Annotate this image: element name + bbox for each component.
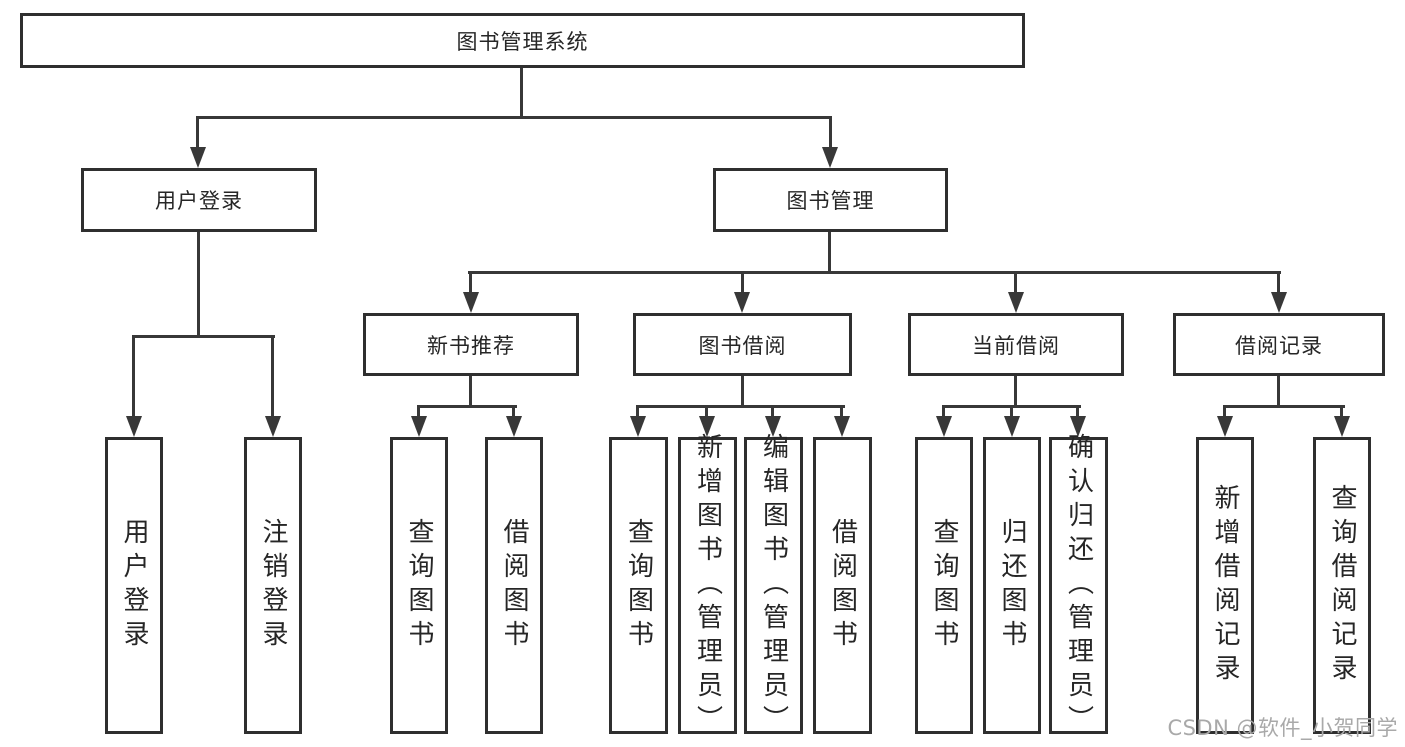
node-label: 借阅记录 <box>1235 333 1323 358</box>
leaf-borrow-query-book: 查询图书 <box>609 437 668 734</box>
edge-leaf-shaft <box>705 405 708 418</box>
leaf-current-query-book: 查询图书 <box>915 437 973 734</box>
arrow-down-icon <box>1334 416 1350 437</box>
edge-level3-shaft <box>1277 271 1280 294</box>
leaf-label: 查询图书 <box>404 517 434 654</box>
edge-records-stem <box>1277 374 1280 408</box>
leaf-add-borrow-record: 新增借阅记录 <box>1196 437 1254 734</box>
leaf-return-book: 归还图书 <box>983 437 1041 734</box>
leaf-confirm-return-admin: 确认归还（管理员） <box>1049 433 1108 739</box>
edge-user-login-connector <box>132 335 275 338</box>
leaf-label: 借阅图书 <box>827 517 858 654</box>
arrow-down-icon <box>1004 416 1020 437</box>
csdn-watermark: CSDN @软件_小贺同学 <box>1167 716 1398 740</box>
arrow-down-icon <box>190 147 206 168</box>
leaf-label: 借阅图书 <box>499 517 529 654</box>
edge-user-login-shaft <box>196 116 199 149</box>
node-label: 图书管理系统 <box>456 29 589 54</box>
node-current-borrow: 当前借阅 <box>908 313 1124 376</box>
leaf-edit-book-admin: 编辑图书（管理员） <box>744 433 803 739</box>
arrow-down-icon <box>630 416 646 437</box>
edge-book-mgmt-shaft <box>829 116 832 149</box>
edge-leaf-shaft <box>1223 405 1226 418</box>
leaf-user-login: 用户登录 <box>105 437 163 734</box>
edge-leaf-shaft <box>417 405 420 418</box>
edge-level3-shaft <box>1014 271 1017 294</box>
edge-leaf-shaft <box>512 405 515 418</box>
leaf-add-book-admin: 新增图书（管理员） <box>678 433 737 739</box>
edge-root-stem <box>520 66 523 119</box>
edge-level3-shaft <box>741 271 744 294</box>
edge-current-stem <box>1014 374 1017 408</box>
edge-borrow-stem <box>741 374 744 408</box>
node-label: 新书推荐 <box>427 333 515 358</box>
leaf-label: 新增借阅记录 <box>1210 483 1240 688</box>
leaf-recommend-query-book: 查询图书 <box>390 437 448 734</box>
node-book-borrow: 图书借阅 <box>633 313 852 376</box>
leaf-label: 归还图书 <box>997 517 1027 654</box>
leaf-label: 确认归还（管理员） <box>1063 432 1094 739</box>
arrow-down-icon <box>1070 416 1086 437</box>
arrow-down-icon <box>265 416 281 437</box>
node-label: 图书管理 <box>786 189 875 213</box>
node-user-login: 用户登录 <box>81 168 317 232</box>
leaf-label: 查询借阅记录 <box>1327 483 1357 688</box>
leaf-query-borrow-record: 查询借阅记录 <box>1313 437 1371 734</box>
edge-user-login-stem <box>197 230 200 337</box>
edge-records-connector <box>1223 405 1345 408</box>
node-book-management: 图书管理 <box>713 168 948 232</box>
leaf-label: 注销登录 <box>258 517 288 654</box>
edge-borrow-connector <box>636 405 845 408</box>
leaf-label: 新增图书（管理员） <box>692 432 723 739</box>
node-label: 用户登录 <box>155 189 243 213</box>
edge-level3-connector <box>468 271 1281 274</box>
leaf-logout: 注销登录 <box>244 437 302 734</box>
leaf-label: 编辑图书（管理员） <box>758 432 789 739</box>
node-new-book-recommend: 新书推荐 <box>363 313 579 376</box>
arrow-down-icon <box>699 416 715 437</box>
edge-level2-connector <box>196 116 832 119</box>
arrow-down-icon <box>1271 292 1287 313</box>
leaf-label: 用户登录 <box>119 517 149 654</box>
arrow-down-icon <box>1008 292 1024 313</box>
arrow-down-icon <box>506 416 522 437</box>
leaf-label: 查询图书 <box>929 517 959 654</box>
leaf-recommend-borrow-book: 借阅图书 <box>485 437 543 734</box>
leaf-label: 查询图书 <box>623 517 654 654</box>
arrow-down-icon <box>411 416 427 437</box>
edge-book-mgmt-stem <box>828 230 831 274</box>
edge-level3-shaft <box>469 271 472 294</box>
edge-leaf-shaft <box>636 405 639 418</box>
arrow-down-icon <box>126 416 142 437</box>
arrow-down-icon <box>1217 416 1233 437</box>
edge-leaf-shaft <box>1076 405 1079 418</box>
node-label: 图书借阅 <box>698 333 787 358</box>
arrow-down-icon <box>822 147 838 168</box>
edge-recommend-connector <box>417 405 517 408</box>
edge-leaf-shaft <box>1340 405 1343 418</box>
arrow-down-icon <box>734 292 750 313</box>
arrow-down-icon <box>463 292 479 313</box>
node-label: 当前借阅 <box>972 333 1060 358</box>
edge-leaf-shaft <box>132 335 135 418</box>
edge-recommend-stem <box>469 374 472 408</box>
edge-leaf-shaft <box>840 405 843 418</box>
arrow-down-icon <box>834 416 850 437</box>
edge-leaf-shaft <box>1010 405 1013 418</box>
arrow-down-icon <box>765 416 781 437</box>
arrow-down-icon <box>936 416 952 437</box>
leaf-borrow-book: 借阅图书 <box>813 437 872 734</box>
edge-leaf-shaft <box>771 405 774 418</box>
edge-leaf-shaft <box>942 405 945 418</box>
node-root: 图书管理系统 <box>20 13 1025 68</box>
edge-leaf-shaft <box>271 335 274 418</box>
node-borrow-records: 借阅记录 <box>1173 313 1385 376</box>
